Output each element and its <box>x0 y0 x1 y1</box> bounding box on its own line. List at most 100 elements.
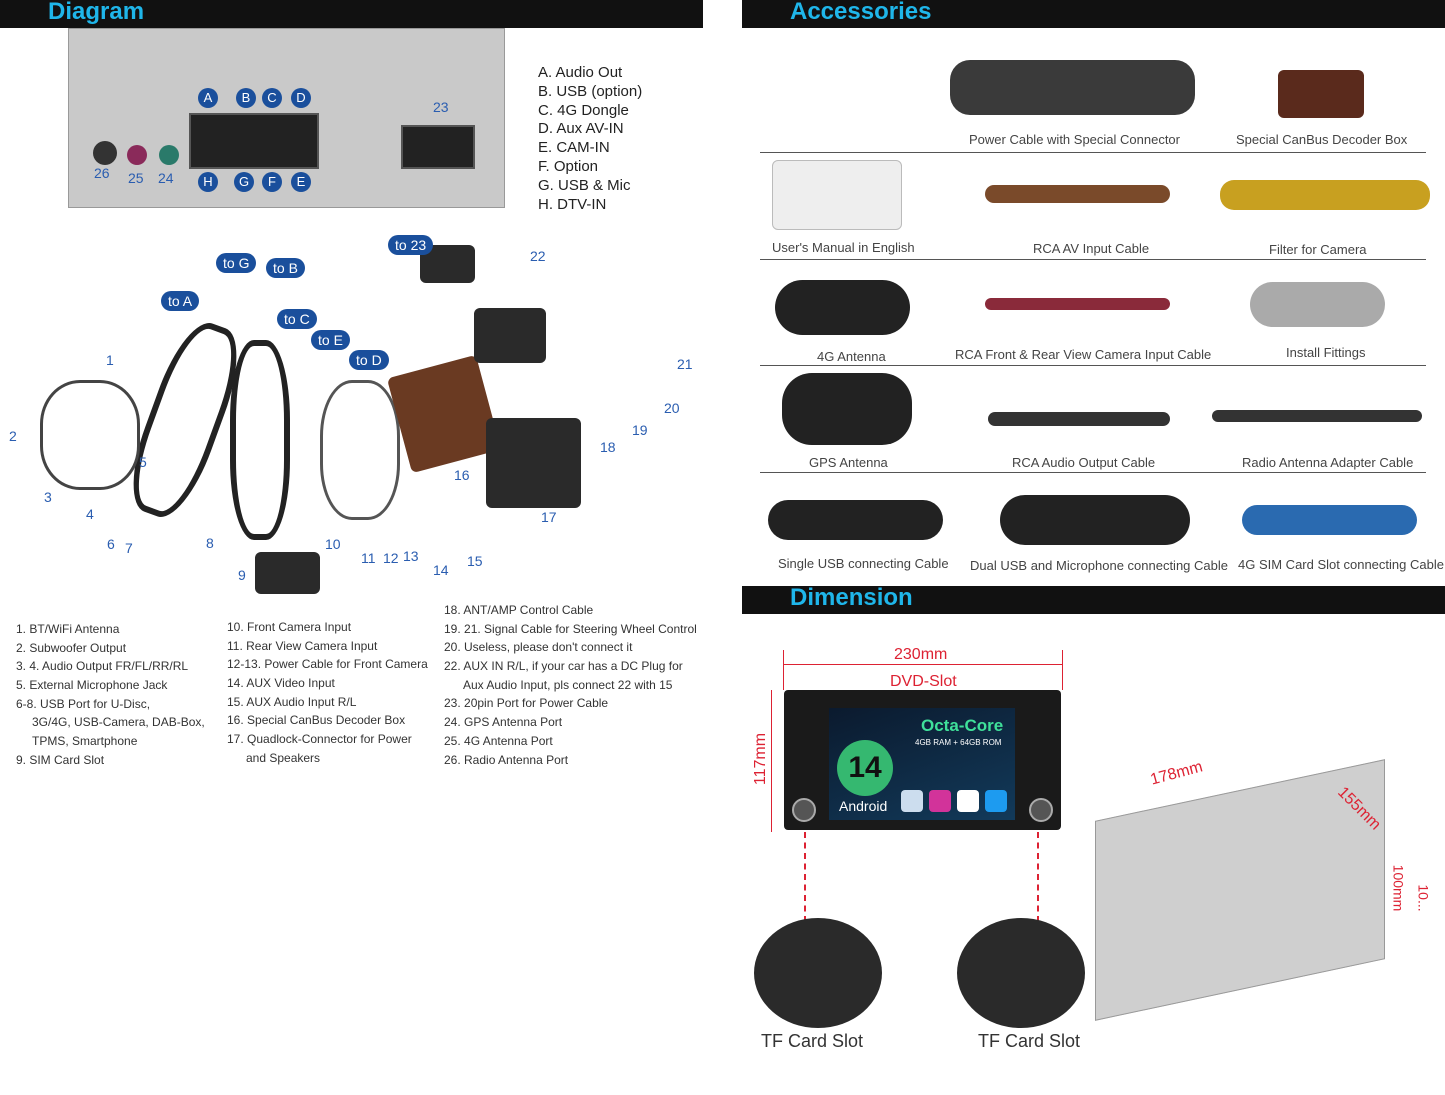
power-connector <box>401 125 475 169</box>
accessory-label: Radio Antenna Adapter Cable <box>1242 455 1414 470</box>
gps-antenna-port <box>159 145 179 165</box>
accessory-label: Dual USB and Microphone connecting Cable <box>970 558 1228 573</box>
list-item: 5. External Microphone Jack <box>16 678 168 693</box>
sim-slot-cable-image <box>1242 505 1417 535</box>
carplay-icon <box>901 790 923 812</box>
cable-number: 17 <box>541 509 557 525</box>
width-tick <box>783 650 784 690</box>
accessory-label: Special CanBus Decoder Box <box>1236 132 1408 147</box>
accessories-header: Accessories <box>742 0 1445 28</box>
legend-item: C. 4G Dongle <box>538 101 629 119</box>
dimension-header: Dimension <box>742 584 1445 614</box>
list-item: 9. SIM Card Slot <box>16 752 105 767</box>
callout-to-b: to B <box>266 258 305 278</box>
cable-number: 1 <box>106 352 114 368</box>
rca-audio-cable-image <box>988 412 1170 426</box>
4g-antenna-port <box>127 145 147 165</box>
list-item: 25. 4G Antenna Port <box>444 733 553 748</box>
list-item: 6-8. USB Port for U-Disc, <box>16 696 151 711</box>
cable-number: 11 <box>361 550 376 566</box>
list-item: 23. 20pin Port for Power Cable <box>444 696 609 711</box>
port-letter: D <box>291 88 311 108</box>
memory-text: 4GB RAM + 64GB ROM <box>915 738 1002 747</box>
list-item: 10. Front Camera Input <box>227 620 352 634</box>
callout-to-a: to A <box>161 291 200 311</box>
list-item: 11. Rear View Camera Input <box>227 638 378 653</box>
accessory-label: Single USB connecting Cable <box>778 556 949 571</box>
list-item: 3. 4. Audio Output FR/FL/RR/RL <box>16 659 189 674</box>
cable-number: 3 <box>44 489 52 505</box>
android-14-logo: 14 <box>837 740 893 796</box>
power-cable-image <box>950 60 1195 115</box>
list-item: 15. AUX Audio Input R/L <box>227 694 357 709</box>
list-item: 17. Quadlock-Connector for Power <box>227 732 412 747</box>
android-text: Android <box>839 798 888 814</box>
callout-to-c: to C <box>277 309 317 329</box>
decoder-box-image <box>1278 70 1364 118</box>
depth-label: 178mm <box>1148 758 1205 789</box>
list-item: 1. BT/WiFi Antenna <box>16 622 120 636</box>
list-item: Aux Audio Input, pls connect 22 with 15 <box>463 677 673 692</box>
legend-item: F. Option <box>538 157 599 175</box>
rca-camera-cable-image <box>985 298 1170 310</box>
audio-output-cable <box>40 380 140 490</box>
quadlock-connector <box>486 418 581 508</box>
cable-number: 21 <box>677 356 693 372</box>
radio-adapter-image <box>1212 410 1422 422</box>
accessory-label: RCA Front & Rear View Camera Input Cable <box>955 347 1212 362</box>
port-letter: E <box>291 172 311 192</box>
width-line <box>783 664 1063 665</box>
camera-filter-image <box>1220 180 1430 210</box>
accessory-label: Power Cable with Special Connector <box>969 132 1180 147</box>
pointer-line <box>1037 832 1039 922</box>
list-item: 2. Subwoofer Output <box>16 640 127 655</box>
radio-antenna-port <box>93 141 117 165</box>
list-item: and Speakers <box>246 750 321 765</box>
cable-number: 16 <box>454 467 470 483</box>
callout-to-23: to 23 <box>388 235 434 255</box>
cable-number: 4 <box>86 506 94 522</box>
height-label: 117mm <box>752 732 770 786</box>
callout-to-e: to E <box>311 330 350 350</box>
list-item: 16. Special CanBus Decoder Box <box>227 713 406 728</box>
height-line <box>771 690 772 832</box>
width-label: 230mm <box>894 646 948 663</box>
port-number: 25 <box>128 170 144 186</box>
list-item: 26. Radio Antenna Port <box>444 752 569 767</box>
port-number: 24 <box>158 170 174 186</box>
cable-number: 15 <box>467 553 483 569</box>
accessory-label: RCA AV Input Cable <box>1033 241 1150 256</box>
pointer-line <box>804 832 806 922</box>
cable-number: 13 <box>403 548 419 564</box>
4g-antenna-image <box>775 280 910 335</box>
cable-number: 19 <box>632 422 648 438</box>
tune-knob[interactable] <box>1029 798 1053 822</box>
cpu-text: Octa-Core <box>921 716 1004 735</box>
cable-number: 18 <box>600 439 616 455</box>
instagram-icon <box>929 790 951 812</box>
accessory-label: GPS Antenna <box>809 455 888 470</box>
legend-item: G. USB & Mic <box>538 176 631 194</box>
power-vol-knob[interactable] <box>792 798 816 822</box>
divider <box>760 365 1426 366</box>
legend-item: D. Aux AV-IN <box>538 120 624 138</box>
port-number: 23 <box>433 99 449 115</box>
manual-image <box>772 160 902 230</box>
chrome-icon <box>957 790 979 812</box>
cable-list-col1: 1. BT/WiFi Antenna 2. Subwoofer Output 3… <box>16 622 205 772</box>
cable-number: 9 <box>238 567 246 583</box>
port-legend: A. Audio Out B. USB (option) C. 4G Dongl… <box>538 64 642 214</box>
diagram-title: Diagram <box>48 0 145 25</box>
dual-usb-cable-image <box>1000 495 1190 545</box>
rca-av-cable-image <box>985 185 1170 203</box>
cable-number: 10 <box>325 536 341 552</box>
accessory-label: Filter for Camera <box>1269 242 1367 257</box>
legend-item: E. CAM-IN <box>538 139 610 157</box>
gps-antenna-image <box>782 373 912 445</box>
port-letter: C <box>262 88 282 108</box>
sim-card-slot <box>255 552 320 594</box>
power-harness-plug <box>474 308 546 363</box>
divider <box>760 152 1426 153</box>
legend-item: H. DTV-IN <box>538 195 607 213</box>
tf-slot-label: TF Card Slot <box>978 1031 1081 1051</box>
